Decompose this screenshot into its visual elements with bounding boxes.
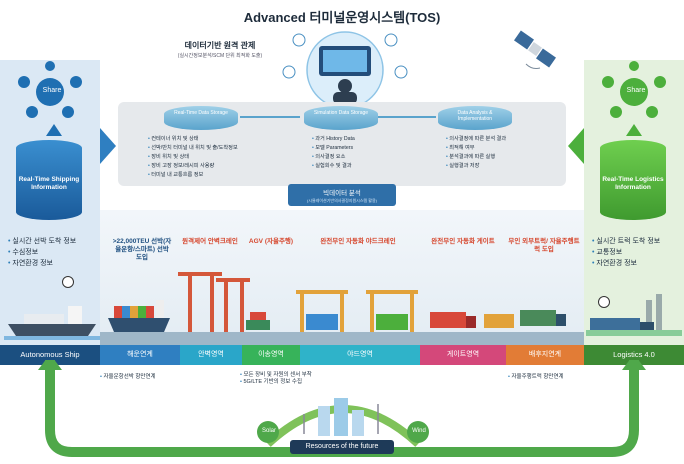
clock-icon <box>598 296 610 308</box>
up-arrow-right <box>626 124 642 136</box>
list-item: 교통정보 <box>592 247 660 258</box>
left-arrow-right-panel <box>568 128 584 164</box>
list-item: 실시간 선박 도착 정보 <box>8 236 76 247</box>
zone-band-gate: 게이트영역 <box>420 345 506 365</box>
analysis-items-list: 의사결정에 따른 분석 결과 최적해 여부 분석결과에 따른 실행 실행결과 저… <box>446 135 506 171</box>
node-icon <box>282 65 296 79</box>
list-item: 장비 고장 정보/레시피 사용량 <box>148 162 238 171</box>
shipping-info-list: 실시간 선박 도착 정보 수심정보 자연환경 정보 <box>8 236 76 269</box>
list-item: 수심정보 <box>8 247 76 258</box>
port-illustration <box>100 272 584 345</box>
shipping-db-cylinder <box>16 140 82 220</box>
realtime-storage-cylinder <box>164 106 238 130</box>
note-center-item: 모든 장비 및 자원의 센서 부착 <box>240 372 312 378</box>
zone-label: 완전무인 자동화 야드크레인 <box>320 238 396 245</box>
resources-label: Resources of the future <box>290 440 394 454</box>
logistics-footer: Logistics 4.0 <box>584 345 684 365</box>
zone-band-transfer: 이송영역 <box>242 345 300 365</box>
autonomous-ship-footer: Autonomous Ship <box>0 345 100 365</box>
wind-label: Wind <box>412 428 426 434</box>
solar-badge <box>257 421 279 443</box>
simulation-items-list: 과거 History Data 모델 Parameters 의사결정 요소 실험… <box>312 135 355 171</box>
logistics-db-label: Real-Time Logistics Information <box>602 176 664 191</box>
list-item: 실시간 트럭 도착 정보 <box>592 236 660 247</box>
zone-band-shipping: 해운연계 <box>100 345 180 365</box>
analysis-storage-label: Data Analysis & Implementation <box>457 110 493 122</box>
realtime-storage-label: Real-Time Data Storage <box>174 110 228 116</box>
list-item: 의사결정 요소 <box>312 153 355 162</box>
logistics-db-cylinder <box>600 140 666 220</box>
zone-band-yard: 야드영역 <box>300 345 420 365</box>
page-title: Advanced 터미널운영시스템(TOS) <box>243 10 441 25</box>
control-center-illustration <box>282 31 408 109</box>
note-center-item: 5G/LTE 기반의 정보 수집 <box>240 379 302 385</box>
share-label-right: Share <box>626 87 646 94</box>
logistics-city-illustration <box>586 294 682 336</box>
remote-subtitle: (실시간정보분석/SCM 단위 최적화 도출) <box>177 53 263 59</box>
list-item: 자연환경 정보 <box>8 258 76 269</box>
simulation-storage-cylinder <box>304 106 378 130</box>
zone-label: 원격제어 안벽크레인 <box>182 238 238 245</box>
list-item: 최적해 여부 <box>446 144 506 153</box>
flow-arrow <box>378 116 436 118</box>
note-left: 자율운항선박 항만연계 <box>100 374 156 381</box>
list-item: 의사결정에 따른 분석 결과 <box>446 135 506 144</box>
zone-label: 무인 외부트럭/ 자율주행트럭 도입 <box>508 238 580 253</box>
list-item: 분석결과에 따른 실행 <box>446 153 506 162</box>
share-label-left: Share <box>42 87 62 94</box>
list-item: 자연환경 정보 <box>592 258 660 269</box>
operator-icon <box>338 79 352 93</box>
list-item: 모델 Parameters <box>312 144 355 153</box>
bigdata-box: 빅데이터 분석 (시뮬레이션기반의사결정지원시스템 활용) <box>288 184 396 206</box>
zone-band-hinterland: 배후지연계 <box>506 345 584 365</box>
node-icon <box>292 33 306 47</box>
resources-illustration <box>257 398 429 447</box>
wind-badge <box>407 421 429 443</box>
right-arrow-left-panel <box>100 128 116 164</box>
list-item: 선박/반치 터미널 내 위치 및 출/도착정보 <box>148 144 237 153</box>
share-network-right <box>602 61 666 118</box>
zone-label: >22,000TEU 선박(자율운항/스마트) 선박 도입 <box>112 238 172 261</box>
autonomous-ship-illustration <box>4 306 100 340</box>
list-item: 터미널 내 교통흐름 정보 <box>148 171 238 180</box>
node-icon <box>384 33 398 47</box>
clock-icon <box>62 276 74 288</box>
up-arrow-left <box>46 124 62 136</box>
satellite-icon <box>514 30 556 69</box>
shipping-db-label: Real-Time Shipping Information <box>18 176 80 191</box>
bigdata-title: 빅데이터 분석 <box>323 190 361 197</box>
analysis-storage-cylinder <box>438 106 512 130</box>
list-item: 장비 위치 및 상태 <box>148 153 238 162</box>
list-item: 컨테이너 위치 및 상태 <box>148 135 238 144</box>
zone-label: AGV (자율주행) <box>248 238 294 245</box>
zone-label: 완전무인 자동화 게이트 <box>431 238 495 245</box>
share-network-left <box>18 61 82 118</box>
note-right: 자율주행트럭 항만연계 <box>508 374 564 381</box>
list-item: 과거 History Data <box>312 135 355 144</box>
realtime-items-list: 컨테이너 위치 및 상태 선박/반치 터미널 내 위치 및 출/도착정보 장비 … <box>148 135 238 180</box>
solar-label: Solar <box>261 428 276 434</box>
node-icon <box>394 65 408 79</box>
logistics-info-list: 실시간 트럭 도착 정보 교통정보 자연환경 정보 <box>592 236 660 269</box>
note-center: 모든 장비 및 자원의 센서 부착 5G/LTE 기반의 정보 수집 <box>240 372 312 386</box>
flow-arrow <box>240 116 300 118</box>
bigdata-subtitle: (시뮬레이션기반의사결정지원시스템 활용) <box>306 198 377 203</box>
list-item: 실행결과 저장 <box>446 162 506 171</box>
zone-band-quay: 안벽영역 <box>180 345 242 365</box>
simulation-storage-label: Simulation Data Storage <box>313 110 369 116</box>
remote-title: 데이터기반 원격 관제 <box>184 41 256 50</box>
list-item: 실험회수 및 결과 <box>312 162 355 171</box>
